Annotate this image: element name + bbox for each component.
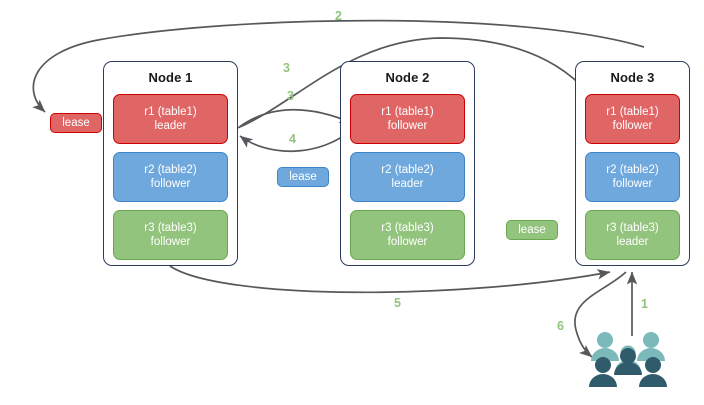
node-card-1[interactable]: Node 1 r1 (table1) leader r2 (table2) fo… [103,61,238,266]
arrow-4 [239,127,355,152]
replica-r1[interactable]: r1 (table1) leader [113,94,228,144]
replica-r3[interactable]: r3 (table3) follower [113,210,228,260]
step-label-4: 4 [289,132,296,146]
node-card-3[interactable]: Node 3 r1 (table1) follower r2 (table2) … [575,61,690,266]
step-label-5: 5 [394,296,401,310]
step-label-3-long: 3 [283,61,290,75]
node-title: Node 1 [148,70,193,85]
replica-role: leader [154,120,187,132]
replica-name: r1 (table1) [144,106,197,118]
replica-name: r2 (table2) [381,164,434,176]
replica-r2[interactable]: r2 (table2) leader [350,152,465,202]
node-title: Node 3 [610,70,655,85]
lease-badge-r2[interactable]: lease [277,167,329,187]
lease-badge-r3[interactable]: lease [506,220,558,240]
step-label-3-short: 3 [287,89,294,103]
replica-role: follower [150,178,191,190]
lease-badge-r1[interactable]: lease [50,113,102,133]
replica-r1[interactable]: r1 (table1) follower [585,94,680,144]
replica-name: r3 (table3) [381,222,434,234]
replica-role: follower [387,236,428,248]
arrow-5 [169,265,611,294]
step-label-6: 6 [557,319,564,333]
node-card-2[interactable]: Node 2 r1 (table1) follower r2 (table2) … [340,61,475,266]
replica-role: follower [612,178,653,190]
replica-r2[interactable]: r2 (table2) follower [113,152,228,202]
replica-r1[interactable]: r1 (table1) follower [350,94,465,144]
replica-role: follower [612,120,653,132]
replica-name: r3 (table3) [606,222,659,234]
replica-r2[interactable]: r2 (table2) follower [585,152,680,202]
replica-role: follower [387,120,428,132]
replica-name: r2 (table2) [144,164,197,176]
step-label-1: 1 [641,297,648,311]
replica-name: r1 (table1) [381,106,434,118]
step-label-2: 2 [335,9,342,23]
node-title: Node 2 [385,70,430,85]
replica-name: r1 (table1) [606,106,659,118]
arrow-3-short [237,108,353,129]
replica-role: leader [616,236,649,248]
replica-r3[interactable]: r3 (table3) follower [350,210,465,260]
replica-name: r3 (table3) [144,222,197,234]
replica-role: leader [391,178,424,190]
replica-r3[interactable]: r3 (table3) leader [585,210,680,260]
replica-role: follower [150,236,191,248]
replica-name: r2 (table2) [606,164,659,176]
users-icon [589,332,667,387]
